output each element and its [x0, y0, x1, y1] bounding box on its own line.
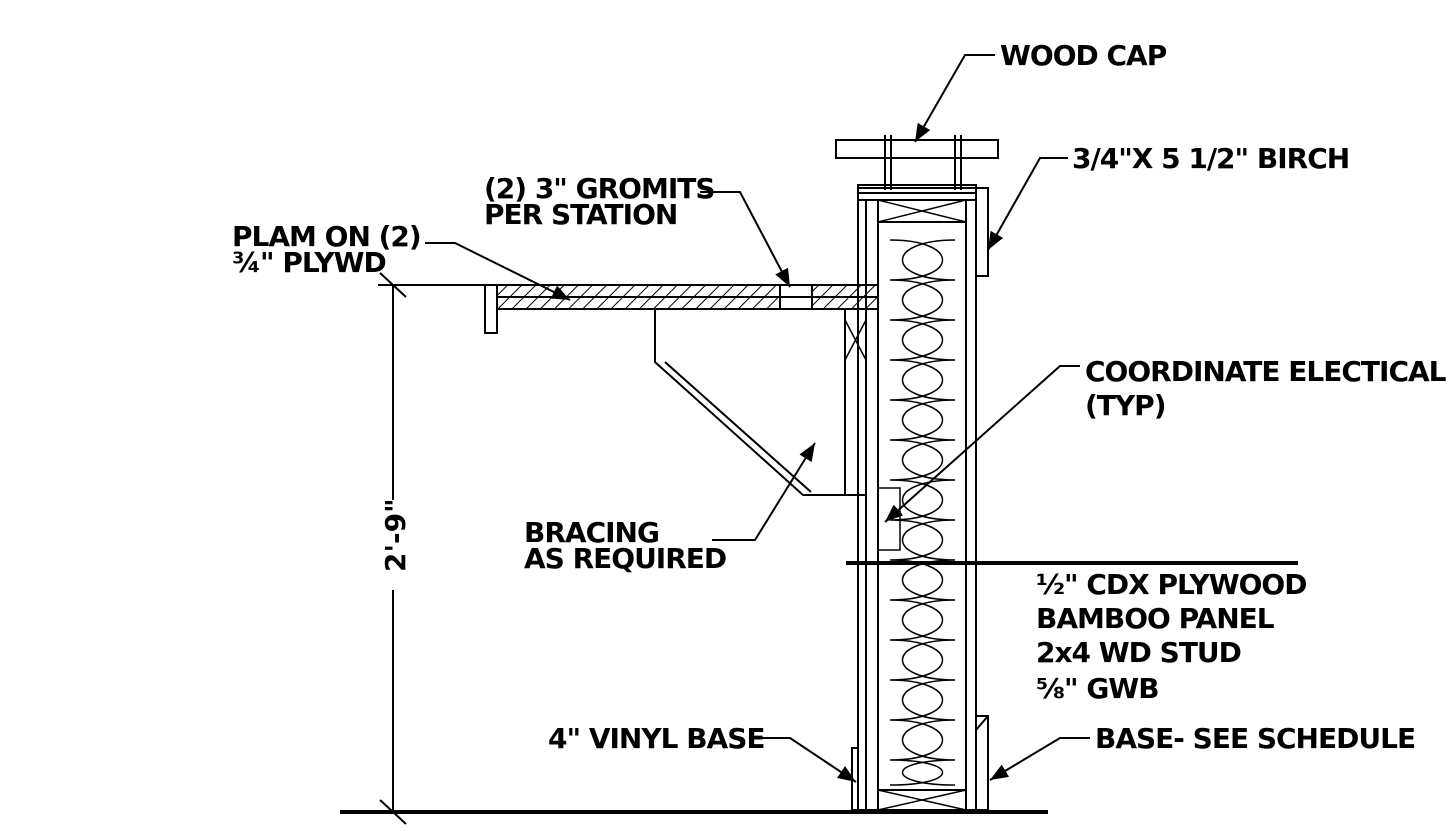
bracing-label-line2: AS REQUIRED	[524, 542, 726, 575]
plam-label-line2: ¾" PLYWD	[232, 246, 386, 279]
gwb-label: ⅝" GWB	[1036, 672, 1159, 705]
coordinate-label-line2: (TYP)	[1085, 389, 1166, 422]
cdx-label: ½" CDX PLYWOOD	[1036, 568, 1306, 601]
bracing-label-line1: BRACING	[524, 516, 659, 549]
gromits-label-line1: (2) 3" GROMITS	[484, 172, 715, 205]
dimension-label: 2'-9"	[379, 498, 412, 572]
gromits-label-line2: PER STATION	[484, 198, 677, 231]
coordinate-label-line1: COORDINATE ELECTICAL	[1085, 355, 1447, 388]
stud-label: 2x4 WD STUD	[1036, 636, 1241, 669]
height-dimension: 2'-9"	[378, 272, 485, 825]
partition-wall	[851, 187, 989, 812]
plam-label-line1: PLAM ON (2)	[232, 220, 421, 253]
leader-lines	[425, 54, 1090, 783]
wood-cap	[835, 135, 999, 194]
base-schedule-label: BASE- SEE SCHEDULE	[1095, 722, 1415, 755]
bamboo-label: BAMBOO PANEL	[1036, 602, 1275, 635]
wood-cap-label: WOOD CAP	[1000, 39, 1167, 72]
countertop	[484, 284, 879, 334]
birch-label: 3/4"X 5 1/2" BIRCH	[1072, 142, 1349, 175]
support-bracket	[654, 308, 867, 496]
vinyl-base-label: 4" VINYL BASE	[548, 722, 765, 755]
